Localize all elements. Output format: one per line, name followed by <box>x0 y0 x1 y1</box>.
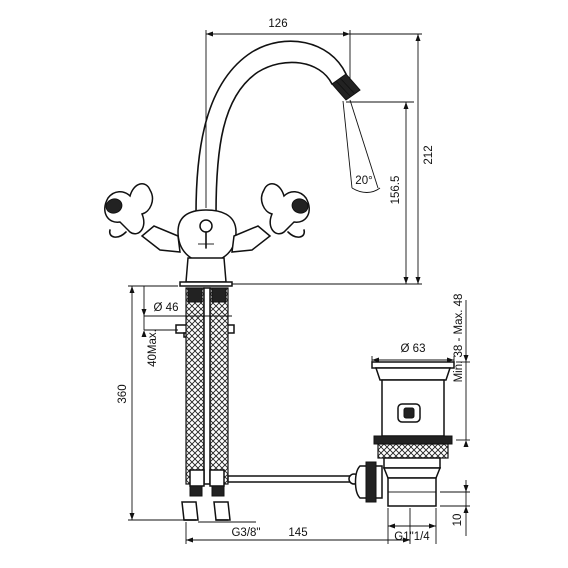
dim-total-height: 212 <box>423 145 435 164</box>
dim-connection-thread: G3/8" <box>231 527 260 539</box>
dimension-arrows <box>129 31 469 543</box>
dim-deck-thickness: 40Max. <box>147 329 159 367</box>
dim-spout-reach: 126 <box>268 18 287 30</box>
dim-waste-range: Min. 38 - Max. 48 <box>453 294 465 383</box>
right-handle <box>231 183 310 253</box>
dim-waste-distance: 145 <box>288 527 307 539</box>
dimension-lines <box>128 30 470 544</box>
faucet-spout <box>195 40 379 215</box>
dim-hose-length: 360 <box>117 384 129 403</box>
dim-waste-thread: G1"1/4 <box>394 531 430 543</box>
supply-hoses <box>175 287 235 521</box>
dim-spout-height: 156.5 <box>390 176 402 205</box>
pop-up-rod <box>227 473 361 485</box>
faucet-body <box>177 209 237 287</box>
dim-hose-diameter: Ø 46 <box>154 302 179 314</box>
left-handle <box>104 183 181 253</box>
dim-waste-diameter: Ø 63 <box>401 343 426 355</box>
dim-spout-angle: 20° <box>355 175 372 187</box>
dim-waste-tail: 10 <box>452 514 464 527</box>
pop-up-waste <box>354 361 455 507</box>
